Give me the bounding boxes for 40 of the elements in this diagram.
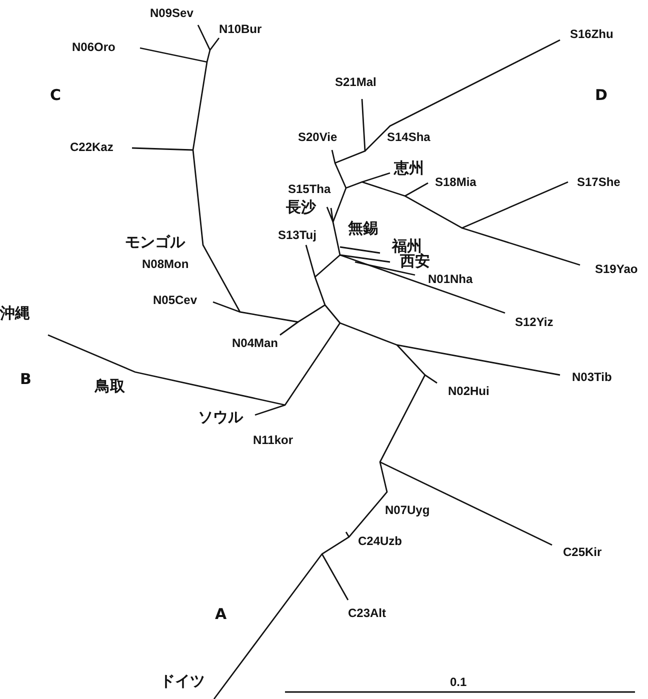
taxon-label: 沖縄 (0, 305, 30, 322)
taxon-label: S17She (577, 175, 620, 189)
taxon-label: N03Tib (572, 370, 612, 384)
taxon-label: N10Bur (219, 22, 262, 36)
taxon-label: S16Zhu (570, 27, 614, 41)
taxon-label: N05Cev (153, 293, 198, 307)
clade-letter: C (50, 87, 62, 104)
taxon-label: 鳥取 (95, 378, 125, 395)
taxon-label: N01Nha (428, 272, 473, 286)
taxon-label: S21Mal (335, 75, 376, 89)
taxon-label: S15Tha (288, 182, 331, 196)
taxon-label: N02Hui (448, 384, 490, 398)
taxon-label: C24Uzb (358, 534, 402, 548)
taxon-label: N08Mon (142, 257, 189, 271)
taxon-label: S20Vie (298, 130, 338, 144)
taxon-label: S13Tuj (278, 228, 316, 242)
taxon-label: C23Alt (348, 606, 386, 620)
taxon-label: N06Oro (72, 40, 116, 54)
taxon-label: 福州 (392, 238, 422, 255)
taxon-label: N11kor (253, 433, 294, 447)
clade-letter: A (215, 606, 227, 623)
taxon-label: 長沙 (286, 199, 316, 216)
scale-value: 0.1 (450, 675, 467, 689)
clade-letter: D (595, 87, 608, 104)
taxon-label: 恵州 (394, 160, 424, 177)
taxon-label: S12Yiz (515, 315, 554, 329)
taxon-label: S18Mia (435, 175, 476, 189)
taxon-label: ソウル (198, 409, 243, 426)
clade-letter: B (20, 371, 32, 388)
taxon-label: 西安 (400, 253, 430, 270)
taxon-label: N09Sev (150, 6, 194, 20)
taxon-label: C22Kaz (70, 140, 114, 154)
taxon-label: S14Sha (387, 130, 430, 144)
taxon-label: N07Uyg (385, 503, 430, 517)
taxon-label: ドイツ (160, 673, 205, 690)
taxon-label: C25Kir (563, 545, 602, 559)
taxon-label: S19Yao (595, 262, 638, 276)
taxon-label: 無錫 (348, 220, 378, 237)
taxon-label: モンゴル (125, 234, 185, 251)
taxon-label: N04Man (232, 336, 278, 350)
